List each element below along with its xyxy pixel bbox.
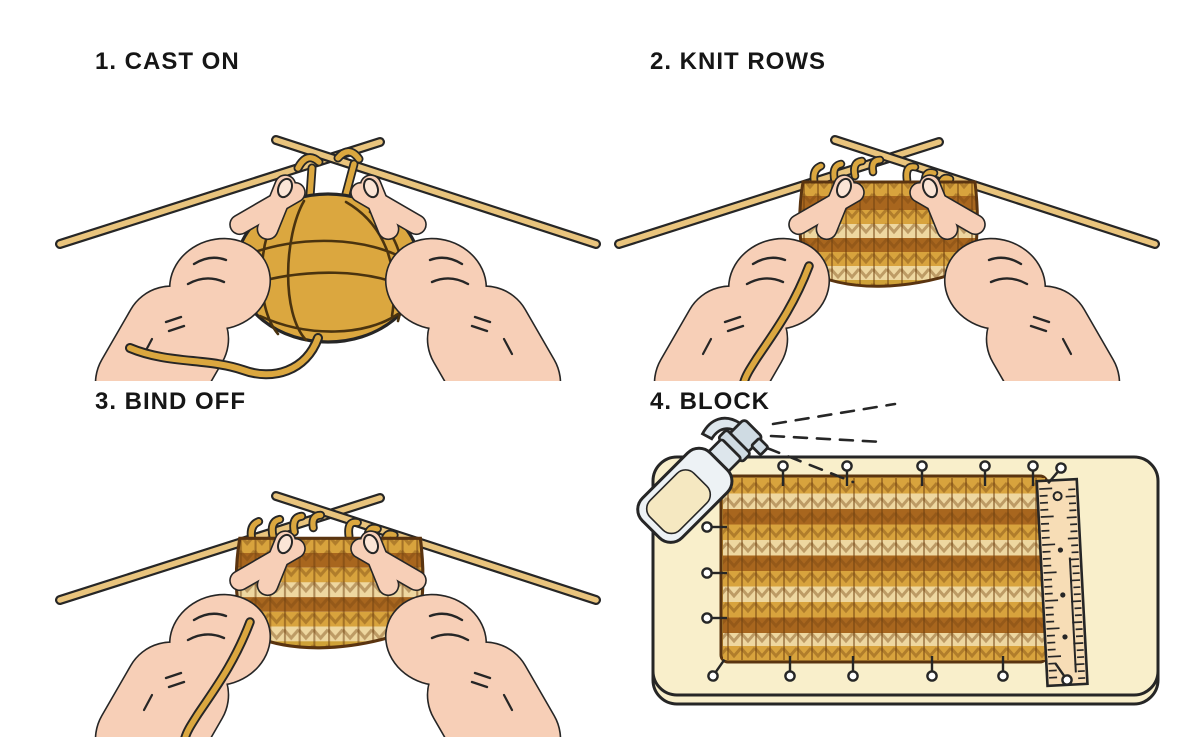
step-title-cast-on: 1. CAST ON [95,48,240,75]
panel-cast-on: 1. CAST ON [60,28,605,378]
bind-off-illustration [48,472,608,737]
spray-bottle-icon [636,416,769,544]
cast-on-illustration [48,116,608,381]
block-illustration [636,402,1160,706]
step-title-bind-off: 3. BIND OFF [95,388,247,415]
blocked-swatch-icon [719,474,1049,664]
ruler-icon [1035,477,1089,688]
panel-block: 4. BLOCK [615,382,1190,742]
knit-rows-illustration [607,116,1167,381]
step-title-block: 4. BLOCK [650,388,771,415]
spray-mist-dashes [765,402,897,484]
panel-knit-rows: 2. KNIT ROWS [615,28,1175,378]
step-title-knit-rows: 2. KNIT ROWS [650,48,827,75]
panel-bind-off: 3. BIND OFF [60,372,605,742]
